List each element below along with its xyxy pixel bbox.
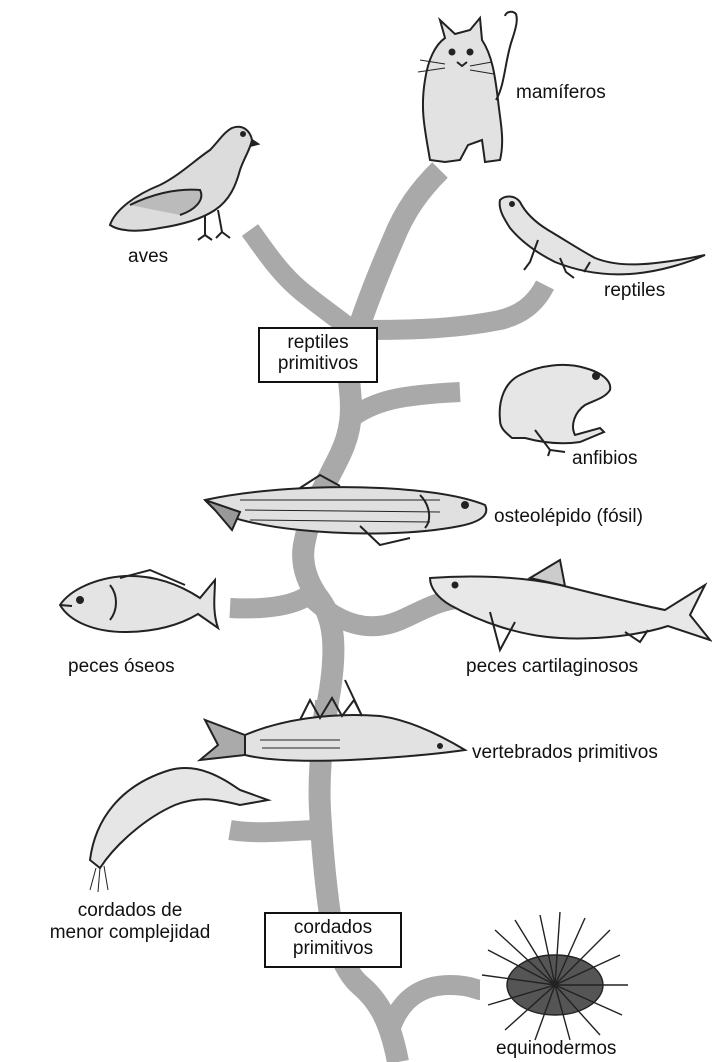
pigeon-icon: [110, 127, 258, 240]
label-peces-cartilaginosos: peces cartilaginosos: [466, 656, 638, 678]
label-mamiferos: mamíferos: [516, 82, 606, 104]
label-vertebrados-primitivos: vertebrados primitivos: [472, 742, 658, 764]
cat-icon: [418, 12, 517, 162]
branch-peces-cartilaginosos: [312, 598, 465, 626]
label-aves: aves: [128, 246, 168, 268]
branch-aves: [250, 230, 365, 340]
sea-urchin-icon: [482, 912, 628, 1040]
box-reptiles-primitivos: reptiles primitivos: [258, 327, 378, 383]
branch-anfibios: [348, 392, 460, 420]
box-reptiles-primitivos-line2: primitivos: [260, 353, 376, 374]
shark-icon: [430, 560, 710, 650]
box-reptiles-primitivos-line1: reptiles: [260, 332, 376, 353]
label-cordados-menor-line2: menor complejidad: [30, 922, 230, 944]
branch-equinodermos: [390, 985, 480, 1030]
label-peces-oseos: peces óseos: [68, 656, 175, 678]
branch-cordados-menor: [230, 830, 320, 832]
branch-peces-oseos: [230, 590, 315, 608]
label-cordados-menor-complejidad: cordados de menor complejidad: [30, 900, 230, 944]
osteolepid-fish-icon: [205, 475, 486, 545]
label-osteolepido: osteolépido (fósil): [494, 506, 643, 528]
label-cordados-menor-line1: cordados de: [30, 900, 230, 922]
box-cordados-primitivos-line2: primitivos: [266, 938, 400, 959]
branch-reptiles: [360, 285, 545, 330]
label-reptiles: reptiles: [604, 280, 665, 302]
frog-icon: [500, 365, 611, 456]
bony-fish-icon: [60, 570, 218, 632]
lizard-icon: [500, 196, 705, 278]
box-cordados-primitivos: cordados primitivos: [264, 912, 402, 968]
label-anfibios: anfibios: [572, 448, 638, 470]
label-equinodermos: equinodermos: [496, 1038, 616, 1060]
box-cordados-primitivos-line1: cordados: [266, 917, 400, 938]
